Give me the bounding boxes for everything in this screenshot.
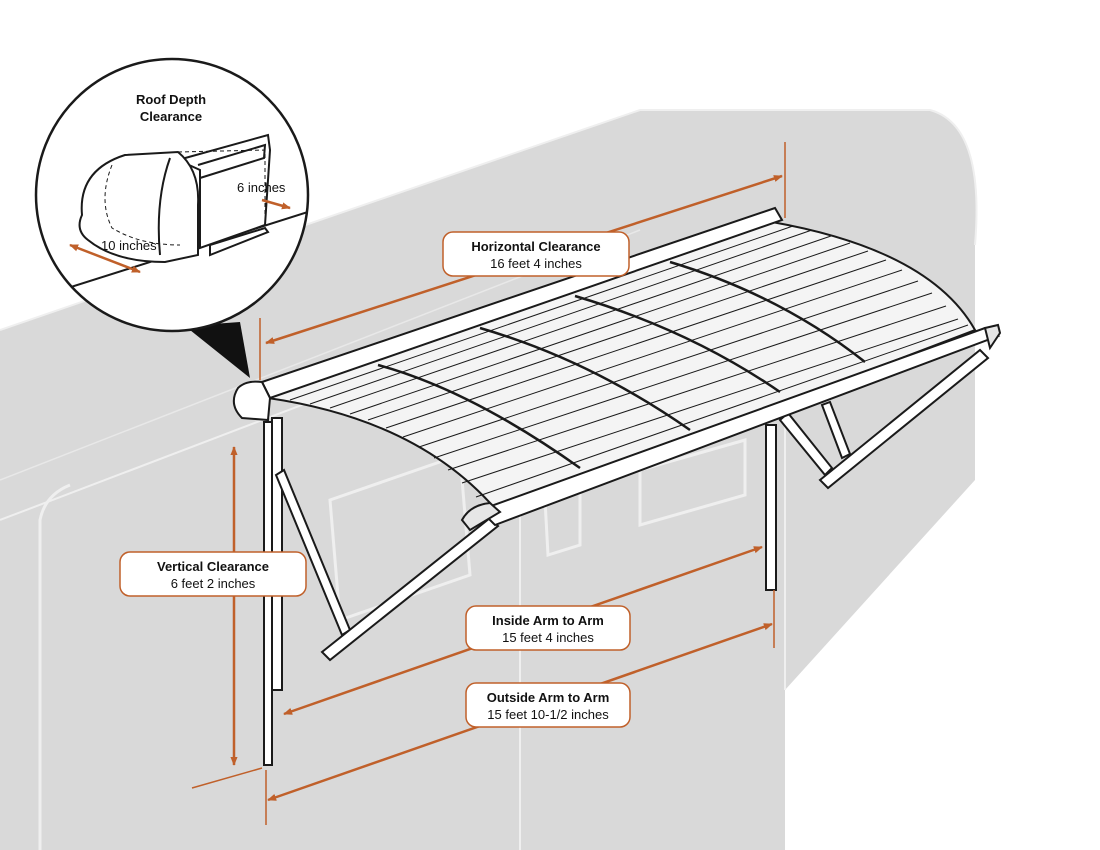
- inset-title-line2: Clearance: [140, 109, 202, 124]
- vertical-clearance-value: 6 feet 2 inches: [171, 576, 256, 591]
- inside-arm-title: Inside Arm to Arm: [492, 613, 604, 628]
- vertical-clearance-label: Vertical Clearance 6 feet 2 inches: [119, 551, 307, 597]
- inset-pointer: [185, 322, 250, 378]
- outside-arm-label: Outside Arm to Arm 15 feet 10-1/2 inches: [465, 682, 631, 728]
- horizontal-clearance-title: Horizontal Clearance: [471, 239, 600, 254]
- inset-width-label: 10 inches: [101, 238, 157, 253]
- inside-arm-value: 15 feet 4 inches: [502, 630, 594, 645]
- horizontal-clearance-label: Horizontal Clearance 16 feet 4 inches: [442, 231, 630, 277]
- inset-title-line1: Roof Depth: [136, 92, 206, 107]
- right-arm: [765, 348, 990, 591]
- inset-depth-label: 6 inches: [237, 180, 286, 195]
- horizontal-clearance-value: 16 feet 4 inches: [490, 256, 582, 271]
- inside-arm-label: Inside Arm to Arm 15 feet 4 inches: [465, 605, 631, 651]
- roof-depth-inset: Roof Depth Clearance 6 inches 10 inches: [34, 57, 310, 333]
- outside-arm-value: 15 feet 10-1/2 inches: [487, 707, 609, 722]
- vertical-clearance-title: Vertical Clearance: [157, 559, 269, 574]
- outside-arm-title: Outside Arm to Arm: [487, 690, 610, 705]
- rv-window: [638, 438, 747, 527]
